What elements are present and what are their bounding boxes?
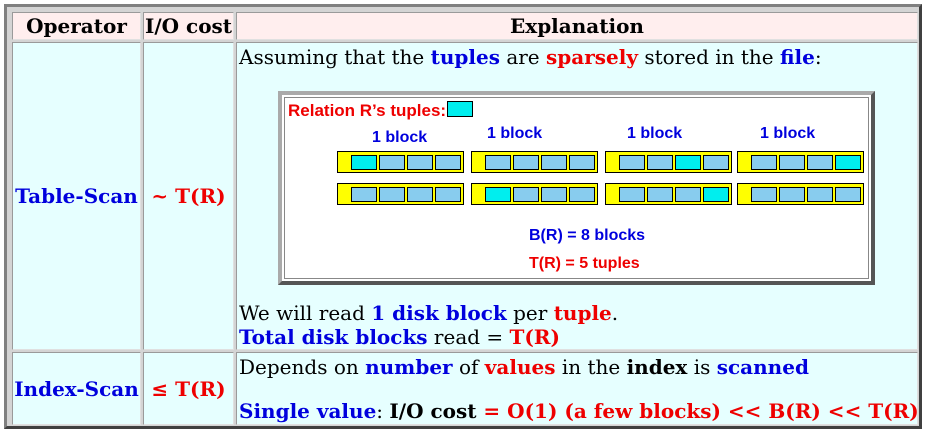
empty-slot — [379, 155, 405, 170]
empty-slot — [619, 155, 645, 170]
disk-block — [737, 183, 864, 205]
sparse-storage-diagram: Relation R’s tuples: 1 block 1 block 1 b… — [278, 91, 875, 285]
table-scan-explanation: Assuming that the tuples are sparsely st… — [236, 42, 918, 350]
empty-slot — [647, 155, 673, 170]
block-label: 1 block — [627, 125, 683, 142]
tuple-slot — [675, 155, 701, 170]
empty-slot — [541, 187, 567, 202]
disk-block — [337, 183, 464, 205]
empty-slot — [807, 187, 833, 202]
tuple-slot — [835, 155, 861, 170]
tuple-slot — [485, 187, 511, 202]
disk-block — [471, 183, 598, 205]
disk-block — [337, 151, 464, 173]
disk-block — [605, 183, 732, 205]
tuples-count: T(R) = 5 tuples — [529, 255, 640, 272]
blocks-count: B(R) = 8 blocks — [529, 227, 646, 244]
tuple-slot — [351, 155, 377, 170]
empty-slot — [835, 187, 861, 202]
table-scan-cost: ~ T(R) — [143, 42, 234, 350]
tuple-slot — [703, 187, 729, 202]
disk-block — [605, 151, 732, 173]
index-scan-single-value-line: Single value: I/O cost = O(1) (a few blo… — [239, 399, 919, 423]
empty-slot — [513, 155, 539, 170]
table-scan-total-line: Total disk blocks read = T(R) — [239, 325, 560, 349]
block-label: 1 block — [372, 129, 428, 146]
index-scan-cost: ≤ T(R) — [143, 352, 234, 425]
empty-slot — [619, 187, 645, 202]
empty-slot — [569, 187, 595, 202]
empty-slot — [485, 155, 511, 170]
header-explanation: Explanation — [236, 12, 918, 40]
block-label: 1 block — [760, 125, 816, 142]
tuple-legend-swatch — [447, 101, 474, 117]
empty-slot — [407, 187, 433, 202]
index-scan-explanation: Depends on number of values in the index… — [236, 352, 919, 425]
empty-slot — [513, 187, 539, 202]
empty-slot — [675, 187, 701, 202]
index-scan-depends-line: Depends on number of values in the index… — [239, 355, 809, 379]
block-label: 1 block — [487, 125, 543, 142]
table-scan-read-line: We will read 1 disk block per tuple. — [239, 301, 619, 325]
empty-slot — [751, 155, 777, 170]
empty-slot — [751, 187, 777, 202]
empty-slot — [807, 155, 833, 170]
empty-slot — [435, 155, 461, 170]
empty-slot — [703, 155, 729, 170]
index-scan-operator: Index-Scan — [12, 352, 141, 425]
table-scan-intro: Assuming that the tuples are sparsely st… — [239, 45, 822, 69]
empty-slot — [379, 187, 405, 202]
table-scan-operator: Table-Scan — [12, 42, 141, 350]
disk-block — [737, 151, 864, 173]
header-io-cost: I/O cost — [143, 12, 234, 40]
empty-slot — [779, 187, 805, 202]
empty-slot — [351, 187, 377, 202]
empty-slot — [407, 155, 433, 170]
disk-block — [471, 151, 598, 173]
empty-slot — [541, 155, 567, 170]
empty-slot — [647, 187, 673, 202]
empty-slot — [779, 155, 805, 170]
empty-slot — [435, 187, 461, 202]
operator-table: Operator I/O cost Explanation Table-Scan… — [4, 4, 922, 429]
empty-slot — [569, 155, 595, 170]
header-operator: Operator — [12, 12, 141, 40]
diagram-legend: Relation R’s tuples: — [288, 101, 474, 121]
